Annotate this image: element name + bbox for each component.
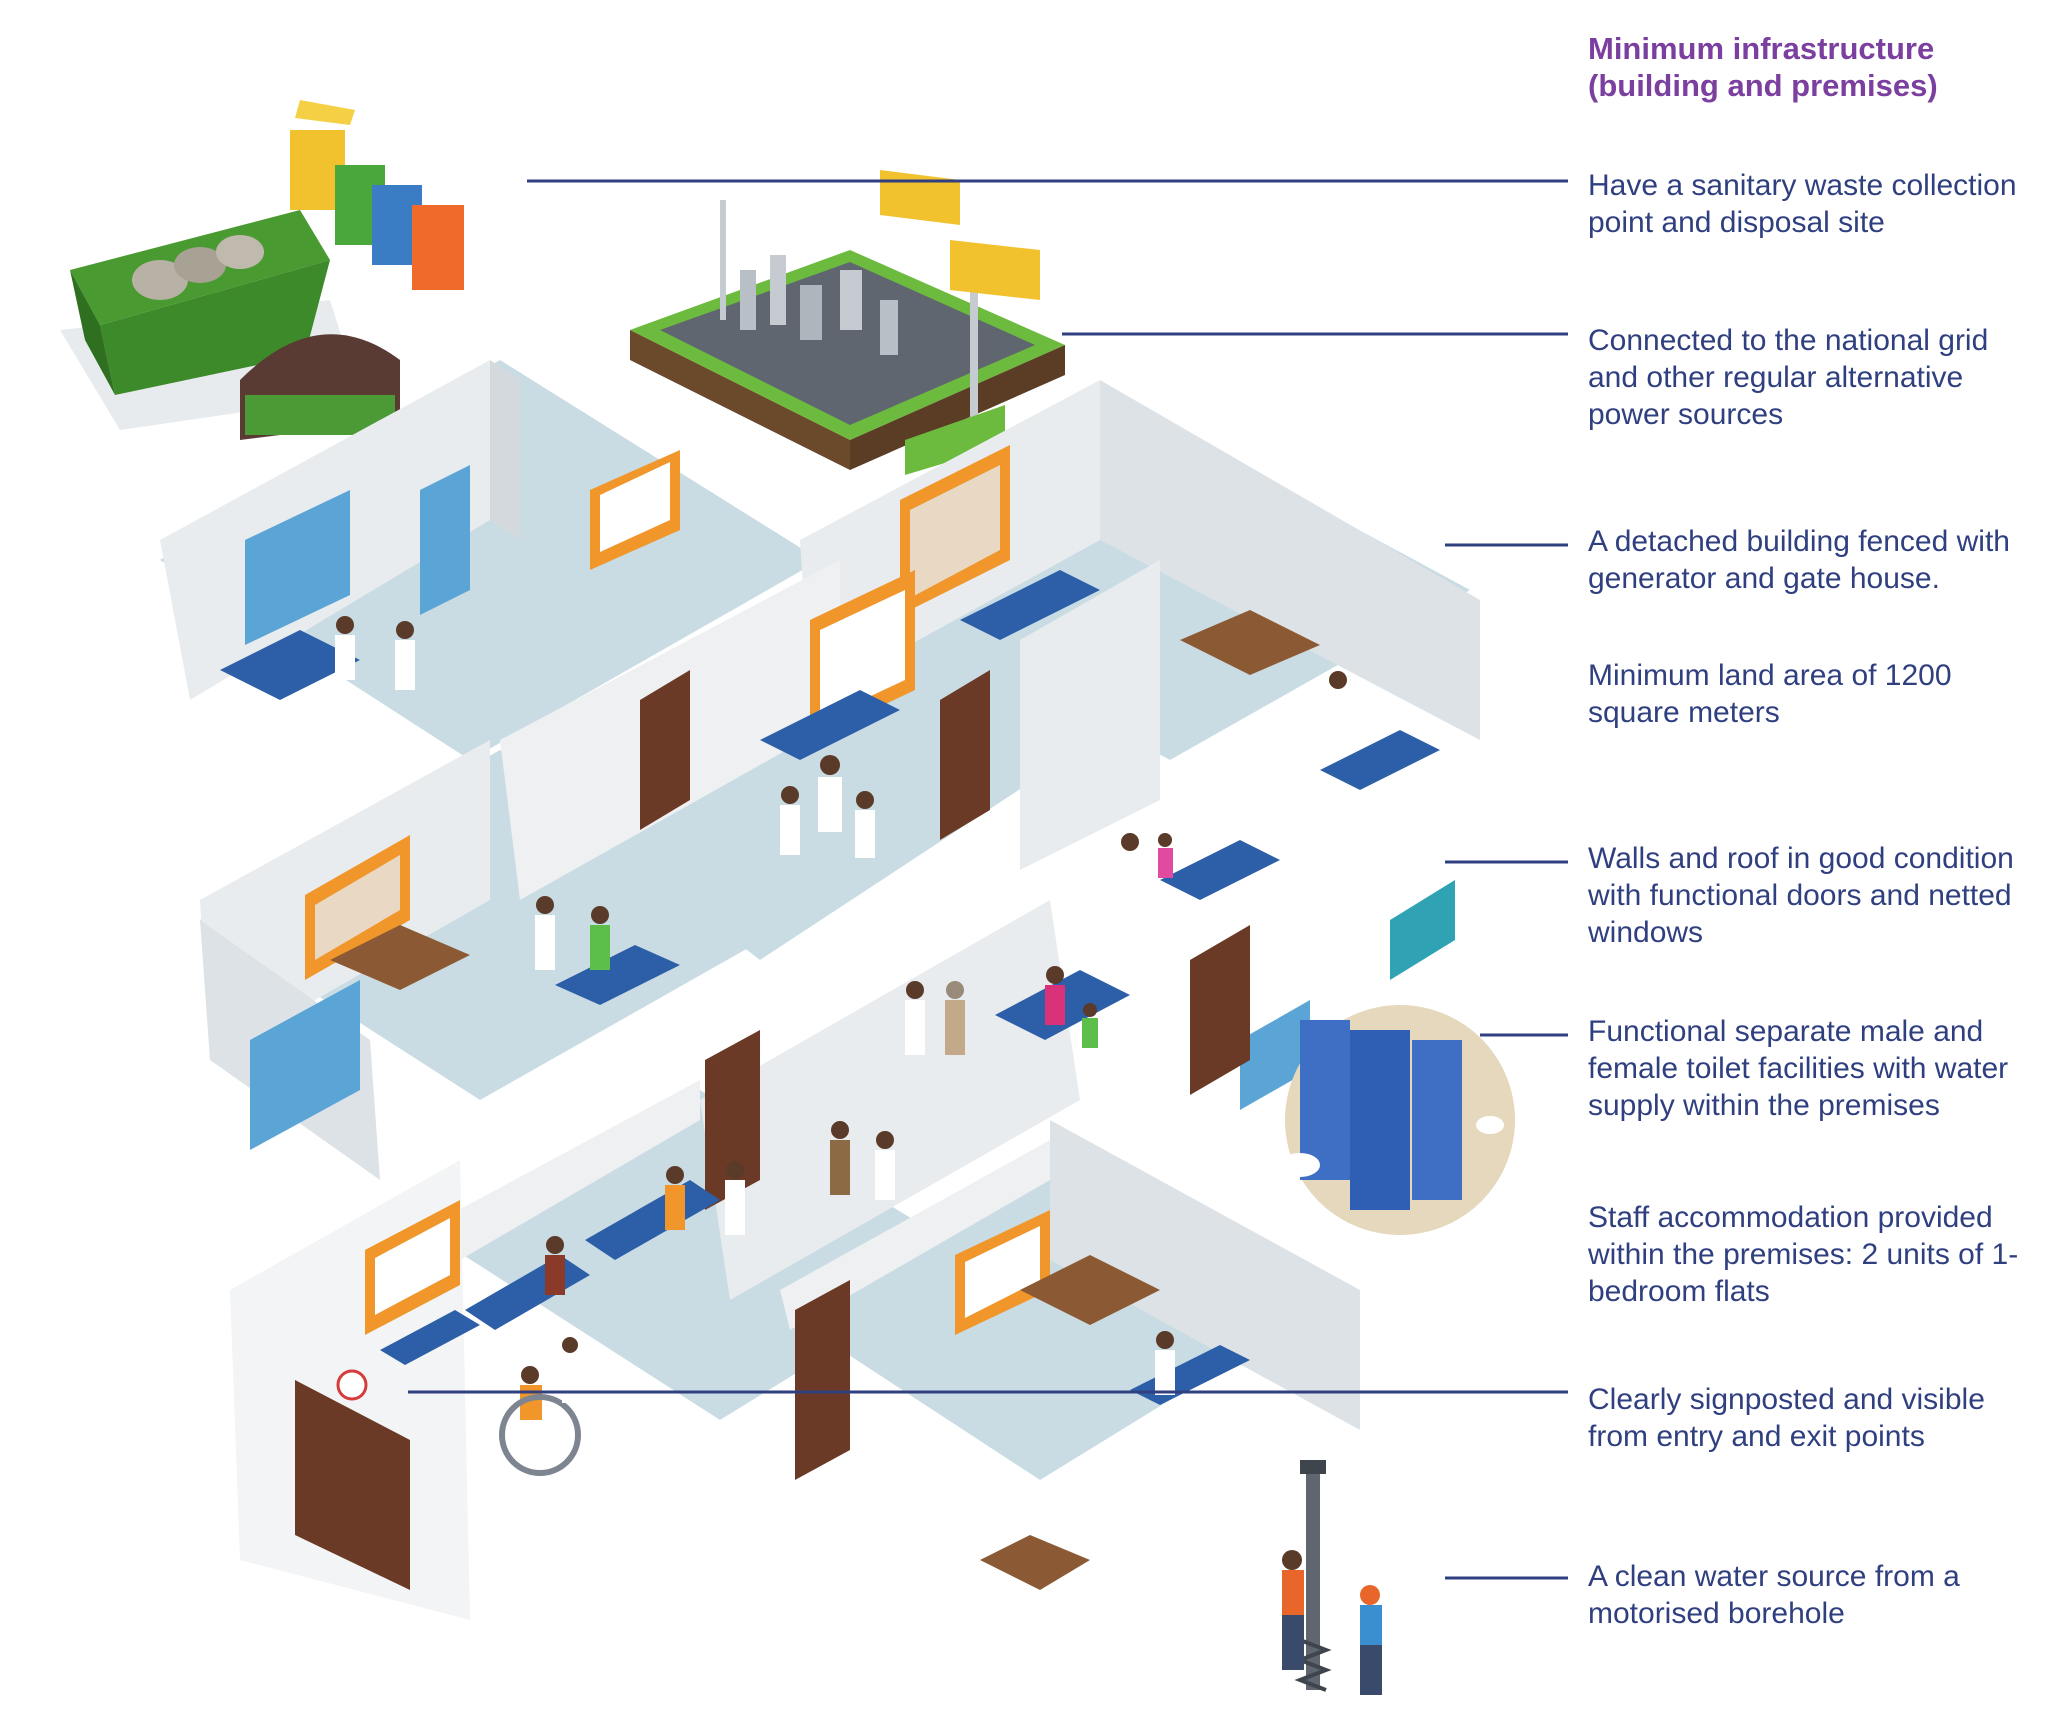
borehole-workers [1282,1460,1382,1695]
requirement-toilet-facilities: Functional separate male and female toil… [1588,1015,2009,1122]
power-substation [630,170,1065,475]
requirement-water-source: A clean water source from a motorised bo… [1588,1560,1960,1630]
requirement-detached-building: A detached building fenced with generato… [1588,525,2010,595]
requirement-waste-collection: Have a sanitary waste collection point a… [1588,169,2017,239]
page-title-line-2: (building and premises) [1588,68,1938,103]
waste-collection-area [60,100,464,440]
requirement-walls-roof: Walls and roof in good condition with fu… [1588,842,2014,949]
leader-lines [408,179,1568,1580]
people [335,616,1348,1476]
toilet-facilities-vignette [1280,1005,1515,1235]
requirement-land-area: Minimum land area of 1200 square meters [1588,659,1952,729]
requirement-staff-accommodation: Staff accommodation provided within the … [1588,1201,2019,1308]
requirement-signposting: Clearly signposted and visible from entr… [1588,1383,1985,1453]
requirement-power-supply: Connected to the national grid and other… [1588,324,1989,431]
page-title-line-1: Minimum infrastructure [1588,31,1935,66]
page-title: Minimum infrastructure (building and pre… [1588,30,2028,104]
furnishings [220,445,1455,1590]
